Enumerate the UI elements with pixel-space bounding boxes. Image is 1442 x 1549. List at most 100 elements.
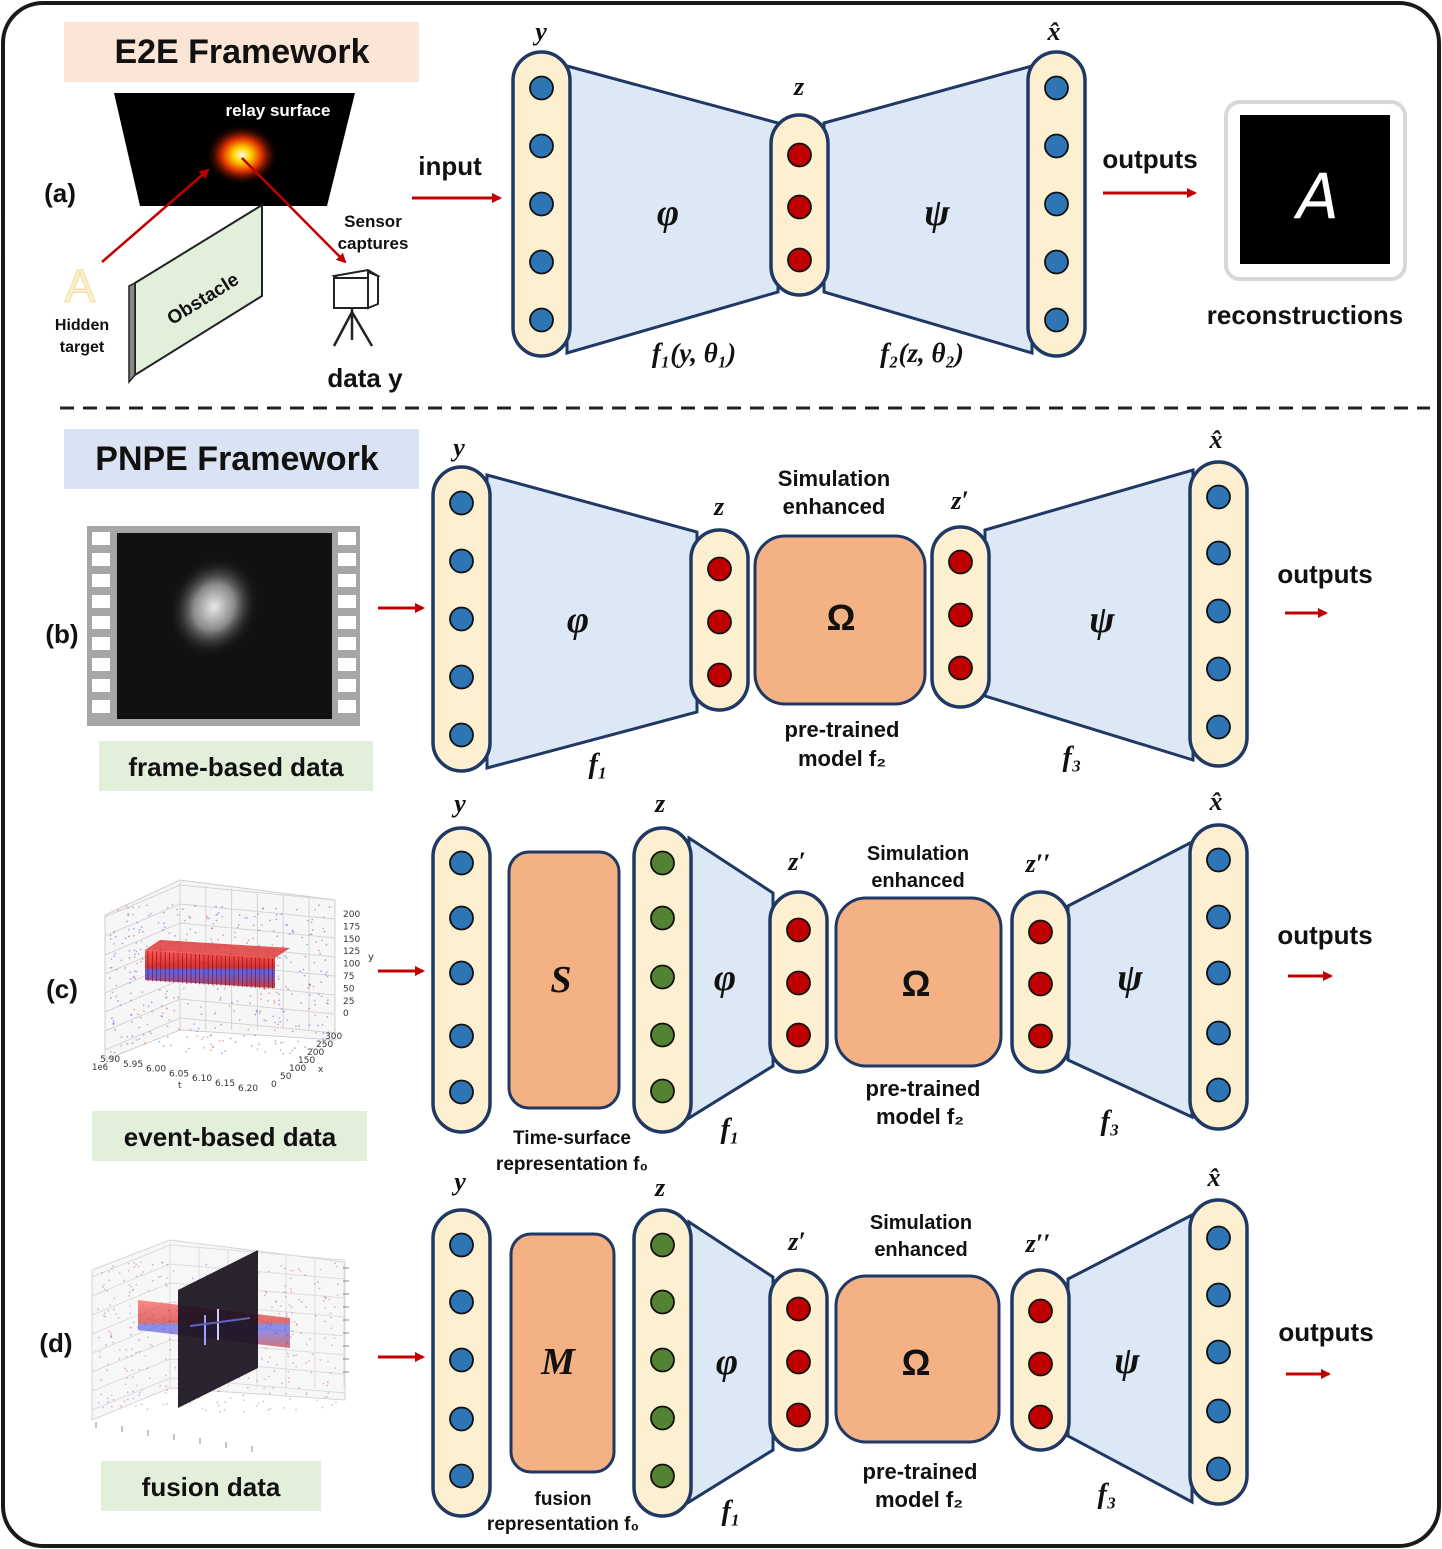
event-point	[283, 1267, 286, 1270]
event-point	[212, 922, 215, 925]
network-node	[650, 1022, 675, 1048]
event-point	[110, 1336, 113, 1339]
sensor-label-line1: Sensor	[344, 212, 402, 231]
x-hat-label-c: x̂	[1209, 787, 1223, 816]
z-label: z	[793, 72, 805, 101]
f1-label-b: f₁	[588, 749, 607, 780]
event-point	[135, 1038, 138, 1041]
event-point	[135, 1283, 138, 1286]
network-node	[650, 1078, 675, 1104]
event-point	[118, 1272, 121, 1275]
event-point	[109, 1304, 112, 1307]
network-node	[707, 609, 732, 635]
event-point	[268, 992, 271, 995]
z-prime-label-d: z′	[787, 1227, 805, 1256]
input-node-column-b	[431, 465, 492, 773]
event-point	[131, 1035, 134, 1037]
event-point	[141, 958, 144, 960]
event-point	[196, 1035, 199, 1038]
latent-node-column-d	[768, 1268, 829, 1452]
event-point	[139, 928, 141, 931]
event-point	[297, 1268, 300, 1270]
event-point	[264, 1378, 267, 1381]
event-point	[243, 1410, 245, 1413]
network-node	[786, 1022, 811, 1048]
event-point	[186, 933, 188, 936]
tick-label: 150	[343, 935, 360, 945]
event-point	[136, 962, 139, 965]
event-point	[129, 992, 132, 995]
s-symbol: S	[550, 959, 571, 1001]
grid-line	[179, 1017, 336, 1034]
event-point	[322, 1043, 324, 1045]
frame-light-blob	[168, 556, 260, 658]
event-point	[128, 935, 130, 938]
network-node	[787, 247, 812, 273]
event-point	[244, 916, 247, 919]
network-node	[1206, 540, 1231, 566]
network-node	[529, 133, 554, 159]
y-label-b: y	[450, 433, 465, 462]
event-point	[186, 1036, 188, 1038]
event-point	[327, 1392, 330, 1394]
event-point	[130, 1333, 133, 1336]
network-node	[449, 1463, 474, 1489]
event-point	[133, 934, 135, 937]
sprocket-hole	[92, 532, 110, 545]
event-point	[140, 1261, 142, 1264]
event-point	[305, 1343, 308, 1346]
event-point	[148, 1030, 151, 1033]
event-point	[148, 1377, 151, 1380]
panel-label-a: (a)	[44, 178, 76, 208]
event-point	[258, 929, 260, 932]
event-point	[274, 1042, 277, 1045]
event-point	[328, 1298, 331, 1301]
event-point	[188, 1047, 190, 1050]
event-point	[145, 904, 148, 907]
representation-node-column-d	[632, 1208, 693, 1518]
event-point	[288, 1398, 291, 1401]
event-point	[308, 1360, 310, 1362]
event-point	[293, 1320, 296, 1323]
axis-t-label-c: t	[178, 1081, 182, 1091]
event-point	[281, 1382, 283, 1385]
event-point	[326, 975, 329, 978]
event-point	[334, 1262, 337, 1265]
event-point	[336, 1294, 339, 1296]
event-point	[267, 1270, 270, 1273]
output-node-column-b	[1188, 460, 1249, 768]
event-point	[314, 1014, 317, 1017]
event-point	[125, 920, 128, 923]
event-point	[234, 1041, 237, 1043]
event-point	[316, 1399, 318, 1402]
event-point	[126, 1035, 129, 1038]
event-point	[160, 1275, 162, 1278]
event-point	[224, 987, 226, 990]
event-point	[166, 1277, 169, 1280]
event-point	[295, 1354, 298, 1356]
event-point	[313, 1283, 316, 1285]
event-point	[300, 1002, 303, 1005]
event-point	[278, 1003, 281, 1006]
event-point	[138, 1339, 141, 1342]
event-point	[326, 1016, 329, 1018]
event-point	[166, 990, 168, 993]
event-point	[333, 1337, 336, 1340]
event-point	[138, 1368, 141, 1371]
event-point	[144, 1354, 147, 1357]
tick-label: 150	[298, 1056, 315, 1066]
event-point	[331, 1403, 334, 1406]
network-node	[1028, 1404, 1053, 1430]
event-point	[273, 1000, 276, 1002]
event-point	[127, 1262, 130, 1265]
event-point	[280, 913, 283, 916]
grid-line	[91, 1358, 171, 1392]
network-node	[1206, 1077, 1231, 1103]
event-point	[275, 1363, 278, 1366]
event-point	[242, 1394, 245, 1397]
event-point	[277, 956, 279, 959]
event-point	[302, 968, 305, 971]
grid-line	[179, 922, 336, 939]
event-point	[224, 1401, 227, 1404]
film-sprocket-holes	[92, 532, 356, 713]
